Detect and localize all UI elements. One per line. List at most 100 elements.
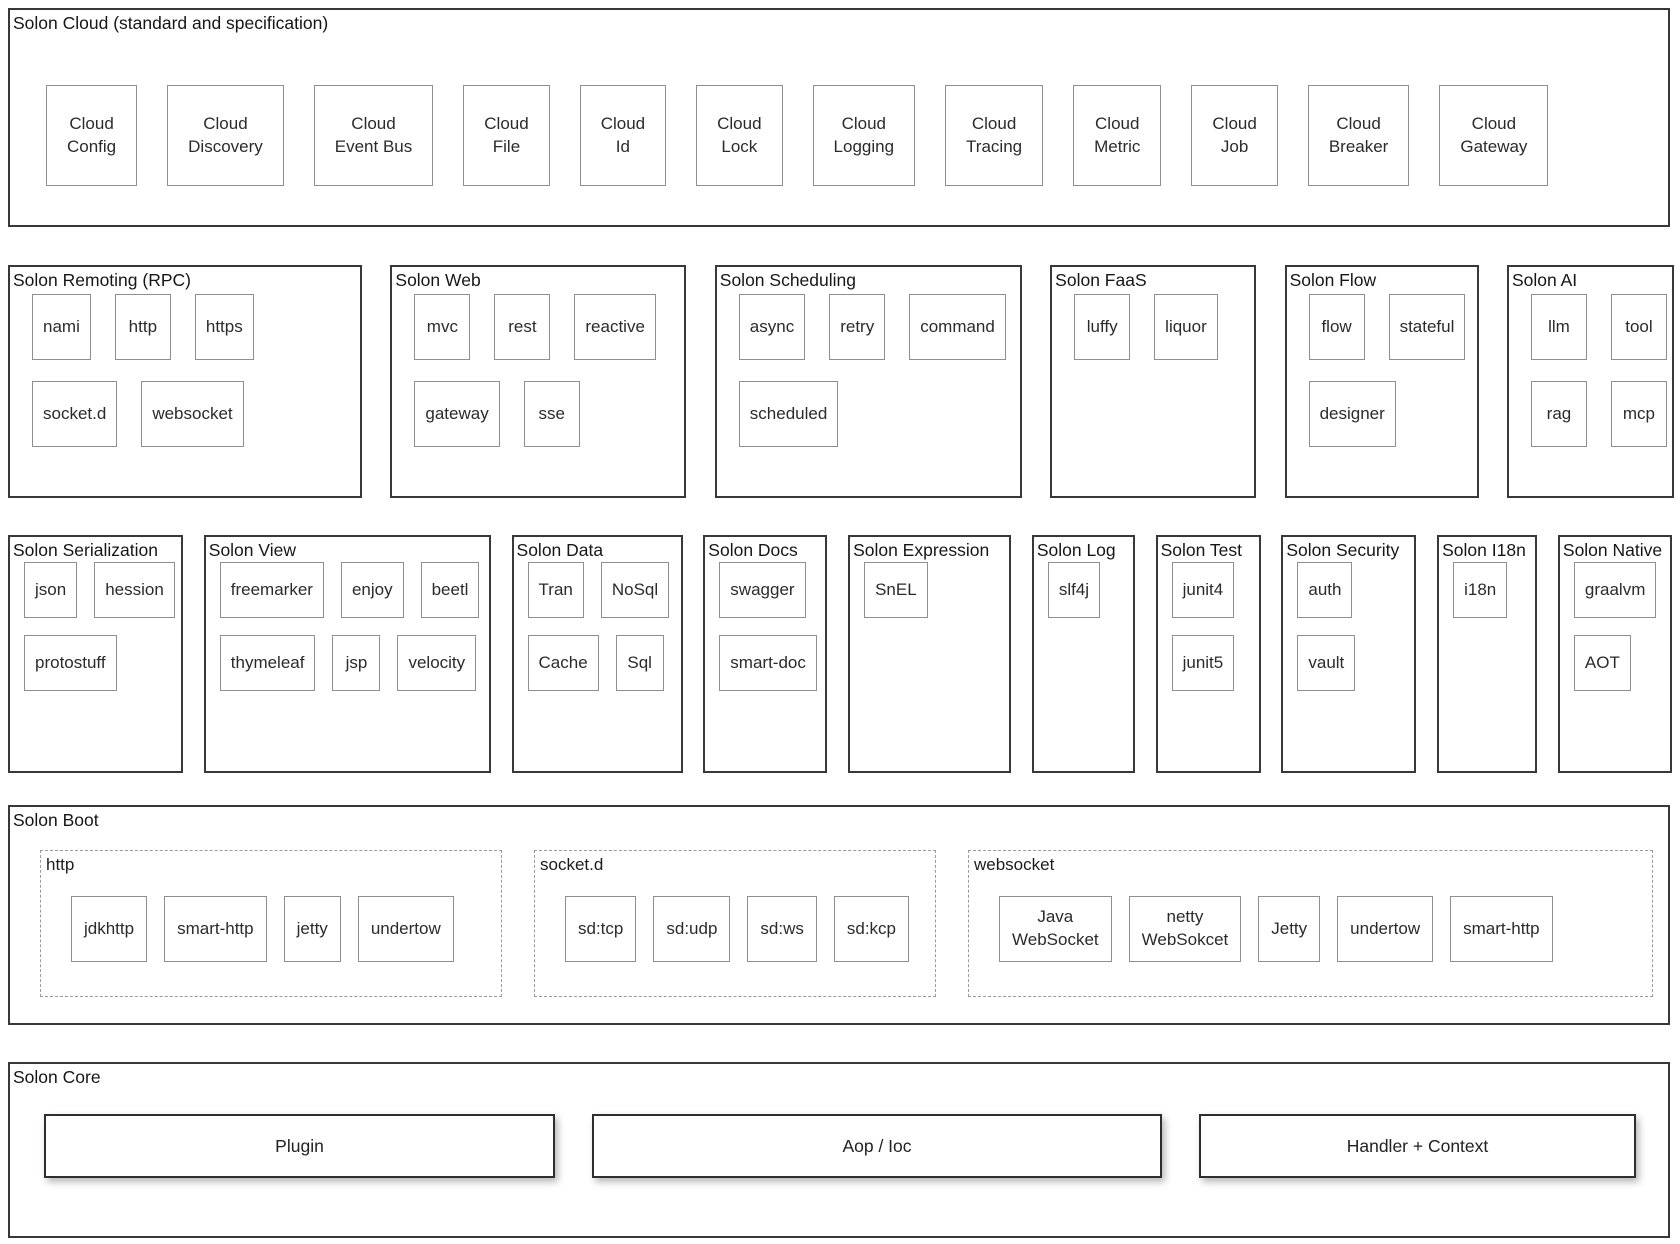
node-cloud-discovery: Cloud Discovery (167, 85, 284, 186)
section-solon-view-title: Solon View (208, 540, 297, 560)
section-solon-faas-title: Solon FaaS (1055, 270, 1147, 290)
section-solon-ai: Solon AI llm tool rag mcp (1506, 265, 1674, 498)
node-liquor: liquor (1154, 294, 1218, 360)
boot-group-socketd: socket.d sd:tcp sd:udp sd:ws sd:kcp (534, 850, 936, 997)
node-cloud-tracing: Cloud Tracing (945, 85, 1044, 186)
node-cloud-gateway: Cloud Gateway (1439, 85, 1549, 186)
boot-group-websocket: websocket Java WebSocket netty WebSokcet… (968, 850, 1653, 997)
section-solon-faas: Solon FaaS luffy liquor (1050, 265, 1257, 498)
node-https: https (194, 294, 254, 360)
node-cache: Cache (527, 635, 599, 691)
node-websocket: websocket (141, 381, 244, 447)
node-enjoy: enjoy (340, 562, 404, 618)
section-solon-flow: Solon Flow flow stateful designer (1284, 265, 1479, 498)
node-snel: SnEL (864, 562, 928, 618)
section-solon-core: Solon Core Plugin Aop / Ioc Handler + Co… (8, 1062, 1670, 1238)
section-solon-security: Solon Security auth vault (1281, 535, 1417, 773)
boot-group-http: http jdkhttp smart-http jetty undertow (40, 850, 502, 997)
node-hession: hession (94, 562, 175, 618)
section-solon-log: Solon Log slf4j (1031, 535, 1135, 773)
node-cloud-event-bus: Cloud Event Bus (313, 85, 434, 186)
node-plugin: Plugin (44, 1114, 555, 1178)
core-items-row: Plugin Aop / Ioc Handler + Context (44, 1114, 1668, 1178)
node-swagger: swagger (719, 562, 806, 618)
node-cloud-id: Cloud Id (579, 85, 667, 186)
section-solon-remoting-title: Solon Remoting (RPC) (13, 270, 191, 290)
node-json: json (24, 562, 78, 618)
section-solon-serialization-title: Solon Serialization (13, 540, 158, 560)
section-solon-cloud: Solon Cloud (standard and specification)… (8, 8, 1670, 227)
section-solon-data-title: Solon Data (516, 540, 604, 560)
section-solon-boot-title: Solon Boot (13, 810, 99, 830)
band-middleware: Solon Remoting (RPC) nami http https soc… (8, 265, 1674, 498)
node-jsp: jsp (332, 635, 381, 691)
node-beetl: beetl (420, 562, 480, 618)
node-aot: AOT (1573, 635, 1631, 691)
node-scheduled: scheduled (738, 381, 839, 447)
node-java-websocket: Java WebSocket (999, 896, 1112, 962)
node-luffy: luffy (1074, 294, 1131, 360)
node-llm: llm (1530, 294, 1587, 360)
node-mcp: mcp (1610, 381, 1667, 447)
node-tool: tool (1610, 294, 1667, 360)
node-netty-websocket: netty WebSokcet (1128, 896, 1242, 962)
section-solon-serialization: Solon Serialization json hession protost… (8, 535, 183, 773)
node-cloud-lock: Cloud Lock (696, 85, 783, 186)
node-sd-udp: sd:udp (653, 896, 731, 962)
section-solon-i18n: Solon I18n i18n (1437, 535, 1538, 773)
boot-group-socketd-title: socket.d (540, 855, 604, 874)
node-ws-smart-http: smart-http (1450, 896, 1553, 962)
node-boot-undertow: undertow (357, 896, 454, 962)
node-junit5: junit5 (1171, 635, 1235, 691)
boot-groups: http jdkhttp smart-http jetty undertow s… (40, 850, 1668, 997)
node-thymeleaf: thymeleaf (219, 635, 316, 691)
node-stateful: stateful (1388, 294, 1466, 360)
node-junit4: junit4 (1171, 562, 1235, 618)
node-ws-undertow: undertow (1337, 896, 1434, 962)
node-boot-smart-http: smart-http (164, 896, 267, 962)
section-solon-test: Solon Test junit4 junit5 (1155, 535, 1261, 773)
section-solon-scheduling: Solon Scheduling async retry command sch… (714, 265, 1022, 498)
section-solon-test-title: Solon Test (1160, 540, 1242, 560)
node-http: http (114, 294, 171, 360)
boot-group-websocket-title: websocket (974, 855, 1055, 874)
node-velocity: velocity (397, 635, 477, 691)
cloud-items-row: Cloud Config Cloud Discovery Cloud Event… (46, 85, 1668, 186)
node-sd-tcp: sd:tcp (565, 896, 637, 962)
section-solon-remoting: Solon Remoting (RPC) nami http https soc… (8, 265, 362, 498)
node-i18n: i18n (1453, 562, 1508, 618)
section-solon-core-title: Solon Core (13, 1067, 101, 1087)
section-solon-web: Solon Web mvc rest reactive gateway sse (390, 265, 687, 498)
node-cloud-logging: Cloud Logging (812, 85, 916, 186)
node-tran: Tran (527, 562, 584, 618)
node-cloud-job: Cloud Job (1191, 85, 1278, 186)
node-jdkhttp: jdkhttp (71, 896, 148, 962)
section-solon-docs: Solon Docs swagger smart-doc (703, 535, 828, 773)
node-sd-ws: sd:ws (747, 896, 817, 962)
section-solon-native-title: Solon Native (1562, 540, 1663, 560)
section-solon-native: Solon Native graalvm AOT (1557, 535, 1672, 773)
node-aop-ioc: Aop / Ioc (592, 1114, 1162, 1178)
node-retry: retry (829, 294, 886, 360)
node-rest: rest (494, 294, 551, 360)
node-nosql: NoSql (600, 562, 670, 618)
band-components: Solon Serialization json hession protost… (8, 535, 1672, 773)
node-cloud-breaker: Cloud Breaker (1307, 85, 1410, 186)
node-reactive: reactive (574, 294, 656, 360)
node-sse: sse (523, 381, 580, 447)
section-solon-web-title: Solon Web (395, 270, 481, 290)
node-vault: vault (1297, 635, 1356, 691)
section-solon-scheduling-title: Solon Scheduling (719, 270, 856, 290)
section-solon-boot: Solon Boot http jdkhttp smart-http jetty… (8, 805, 1670, 1025)
node-freemarker: freemarker (219, 562, 324, 618)
node-protostuff: protostuff (24, 635, 117, 691)
section-solon-data: Solon Data Tran NoSql Cache Sql (511, 535, 683, 773)
node-socketd: socket.d (32, 381, 118, 447)
node-gateway: gateway (414, 381, 500, 447)
section-solon-security-title: Solon Security (1286, 540, 1400, 560)
node-smart-doc: smart-doc (719, 635, 817, 691)
node-rag: rag (1530, 381, 1587, 447)
node-designer: designer (1308, 381, 1396, 447)
node-slf4j: slf4j (1047, 562, 1101, 618)
